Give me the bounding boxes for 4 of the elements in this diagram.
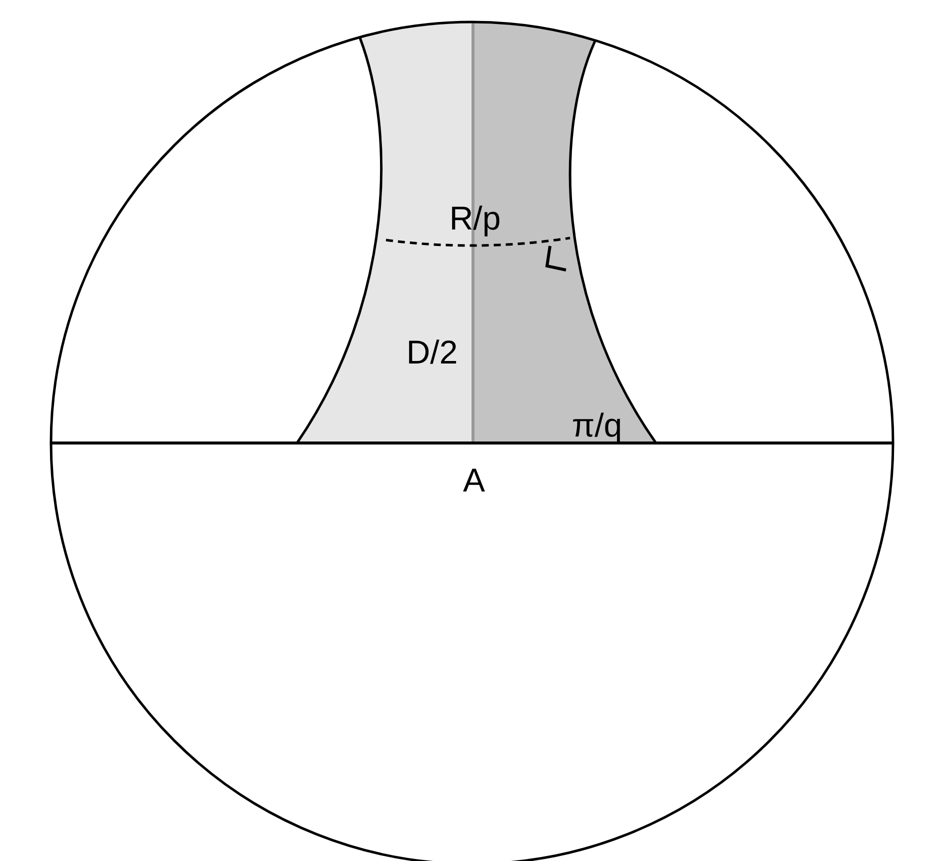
math-label: D/2: [406, 336, 458, 368]
math-label: A: [463, 464, 485, 496]
math-label: R/p: [449, 202, 501, 234]
math-label: π/q: [572, 408, 622, 442]
